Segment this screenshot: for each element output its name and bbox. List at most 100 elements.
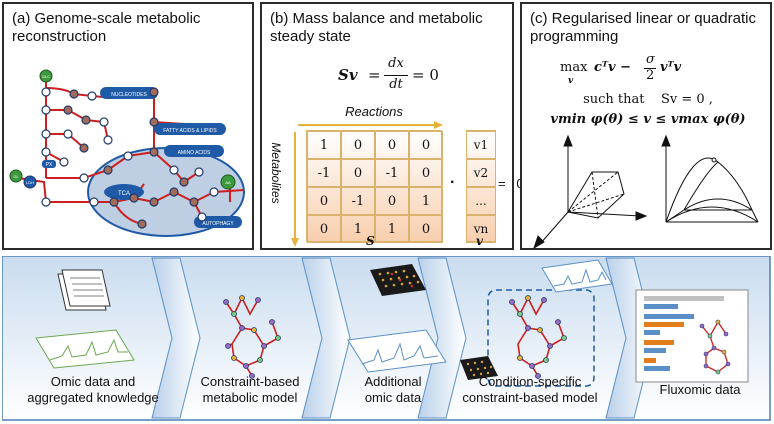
pathway-labels: NUCLEOTIDES FATTY ACIDS & LIPIDS AMINO A… xyxy=(42,87,242,228)
step-1-caption: Omic data and aggregated knowledge xyxy=(18,374,168,406)
matrix-cell: 1 xyxy=(375,215,409,243)
flux-bars xyxy=(644,296,724,371)
step-4-caption-line-2: constraint-based model xyxy=(462,390,598,405)
matrix-cell: 0 xyxy=(341,131,375,159)
left-node-2 xyxy=(23,175,37,189)
metabolites-label: Metabolites xyxy=(269,142,283,204)
step-2-caption-line-1: Constraint-based xyxy=(200,374,300,389)
sigma-bar xyxy=(644,68,656,69)
sigma-denominator: 2 xyxy=(646,68,655,83)
svg-text:TCA: TCA xyxy=(118,191,130,197)
panel-regularised-programming: (c) Regularised linear or quadratic prog… xyxy=(520,2,772,250)
svg-text:GL: GL xyxy=(13,174,19,179)
vector-cell: ... xyxy=(466,187,496,215)
vector-cell: v2 xyxy=(466,159,496,187)
chevron-2 xyxy=(301,257,351,419)
panel-mass-balance: (b) Mass balance and metabolic steady st… xyxy=(260,2,524,250)
flux-vector: v1 v2 ... vn xyxy=(466,130,496,243)
green-nodes: GLC GL LDH AA xyxy=(9,69,236,190)
spectrum-icon xyxy=(347,329,447,373)
polytope-figure xyxy=(533,134,648,250)
metabolites-arrow xyxy=(291,132,299,247)
metabolic-network-diagram: NUCLEOTIDES FATTY ACIDS & LIPIDS AMINO A… xyxy=(9,69,245,237)
matrix-cell: -1 xyxy=(307,159,341,187)
matrix-s-label: S xyxy=(366,234,375,248)
mito-node xyxy=(220,174,236,190)
condition-microarray-icon xyxy=(460,356,498,380)
omic-documents-icon xyxy=(35,269,135,369)
vector-cell: vn xyxy=(466,215,496,243)
svg-text:AA: AA xyxy=(225,180,231,185)
panel-b-title: (b) Mass balance and metabolic steady st… xyxy=(270,10,483,45)
step-1-caption-line-1: Omic data and xyxy=(50,374,136,389)
chevron-1 xyxy=(151,257,201,419)
svg-text:GLC: GLC xyxy=(42,74,50,79)
equation-numerator: dx xyxy=(388,56,404,71)
metabolite-nodes xyxy=(41,87,219,229)
chevron-3 xyxy=(417,257,467,419)
step-3-caption: Additional omic data xyxy=(348,374,438,406)
objective-line: max v cᵀv − σ 2 vᵀv xyxy=(560,52,740,86)
px-label xyxy=(42,160,56,168)
step-4-caption: Condition-specific constraint-based mode… xyxy=(446,374,614,406)
svg-text:AMINO ACIDS: AMINO ACIDS xyxy=(178,150,211,156)
svg-text:AUTOPHAGY: AUTOPHAGY xyxy=(202,221,234,227)
nucleotides-label xyxy=(100,87,158,99)
zero-result: = 0 xyxy=(498,176,524,191)
step-1-caption-line-2: aggregated knowledge xyxy=(27,390,159,405)
step-3-caption-line-1: Additional xyxy=(364,374,422,389)
matrix-cell: 1 xyxy=(341,215,375,243)
step-2-caption: Constraint-based metabolic model xyxy=(180,374,320,406)
microarray-icon xyxy=(370,264,426,296)
matrix-cell: 0 xyxy=(409,215,443,243)
top-node xyxy=(39,69,53,83)
reactions-arrow xyxy=(298,121,443,129)
step-2-caption-line-2: metabolic model xyxy=(202,390,298,405)
step-4-caption-line-1: Condition-specific xyxy=(478,374,582,389)
fluxomic-data-icon xyxy=(635,289,749,383)
sigma: σ xyxy=(646,52,655,67)
vector-cell: v1 xyxy=(466,131,496,159)
svg-text:FATTY ACIDS & LIPIDS: FATTY ACIDS & LIPIDS xyxy=(163,128,217,134)
panel-a-title: (a) Genome-scale metabolic reconstructio… xyxy=(12,10,201,45)
step-3-caption-line-2: omic data xyxy=(364,390,422,405)
matrix-cell: 0 xyxy=(409,131,443,159)
workflow-band xyxy=(2,256,771,421)
left-node-1 xyxy=(9,169,23,183)
constraint-line: such that Sv = 0 , xyxy=(583,92,713,107)
max-subscript: v xyxy=(568,76,574,86)
svg-text:NUCLEOTIDES: NUCLEOTIDES xyxy=(111,92,147,98)
quadratic-term: vᵀv xyxy=(660,60,682,75)
fraction-bar xyxy=(384,75,408,76)
bounds-line: vmin φ(θ) ≤ v ≤ vmax φ(θ) xyxy=(550,112,746,127)
matrix-cell: 0 xyxy=(341,159,375,187)
steady-state-equation: Sv = dx dt = 0 xyxy=(338,56,458,96)
condition-model-nodes xyxy=(509,295,567,379)
matrix-cell: 1 xyxy=(409,187,443,215)
vector-v-label: v xyxy=(476,234,483,248)
condition-spectrum-icon xyxy=(541,259,613,293)
equation-rhs: = 0 xyxy=(412,66,439,84)
matrix-cell: 0 xyxy=(375,187,409,215)
stoichiometric-matrix: 1 0 0 0 -1 0 -1 0 0 -1 0 1 0 1 1 0 xyxy=(306,130,443,243)
equation-denominator: dt xyxy=(389,77,403,92)
step-5-caption: Fluxomic data xyxy=(640,382,760,398)
step-5-caption-line-1: Fluxomic data xyxy=(659,382,741,397)
fatty-acids-label xyxy=(154,123,226,135)
matrix-cell: -1 xyxy=(375,159,409,187)
metabolic-model-nodes xyxy=(223,295,281,379)
panel-c-title: (c) Regularised linear or quadratic prog… xyxy=(530,10,756,45)
matrix-cell: 0 xyxy=(307,187,341,215)
panel-genome-scale-reconstruction: (a) Genome-scale metabolic reconstructio… xyxy=(2,2,254,250)
svg-text:PX: PX xyxy=(46,162,53,168)
equals-sign: = xyxy=(368,66,381,84)
linear-term: cᵀv − xyxy=(594,60,631,75)
matrix-cell: -1 xyxy=(341,187,375,215)
condition-specific-frame xyxy=(487,289,595,387)
quadratic-figure xyxy=(661,134,759,223)
equation-lhs: Sv xyxy=(338,66,358,84)
dot-operator: · xyxy=(450,174,456,191)
amino-acids-label xyxy=(164,145,224,157)
svg-text:LDH: LDH xyxy=(26,180,34,185)
reactions-label: Reactions xyxy=(345,104,403,119)
